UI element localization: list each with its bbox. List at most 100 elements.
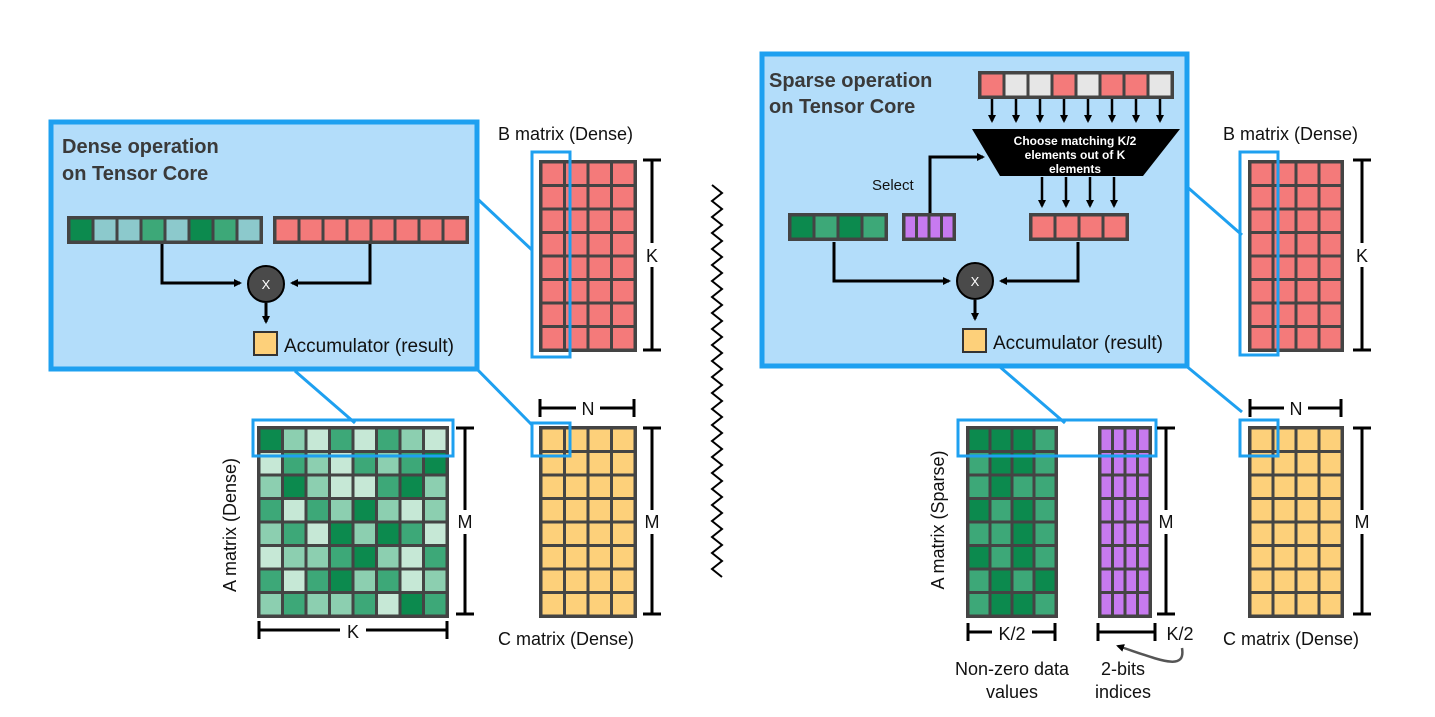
sparse-b-dim-bracket xyxy=(1350,158,1374,352)
sparse-a-matrix-cell xyxy=(1013,476,1033,497)
sparse-b-col-cell xyxy=(1149,74,1171,96)
sparse-a-matrix-cell xyxy=(1013,429,1033,450)
dense-a-matrix-cell xyxy=(401,570,422,591)
sparse-c-matrix-cell xyxy=(1297,453,1318,474)
sparse-idx-cell xyxy=(943,216,953,238)
sparse-c-matrix-cell xyxy=(1274,547,1295,568)
sparse-mux-input-arrows xyxy=(988,99,1164,123)
dense-b-matrix-cell xyxy=(613,210,634,231)
dense-a-matrix-cell xyxy=(401,523,422,544)
dense-c-matrix-cell xyxy=(589,453,610,474)
dense-a-matrix-cell xyxy=(284,453,305,474)
dense-a-matrix-cell xyxy=(354,500,375,521)
dense-a-row-cell xyxy=(166,219,188,241)
sparse-b-highlight xyxy=(1238,150,1280,357)
dense-a-matrix-cell xyxy=(378,476,399,497)
dense-a-row-cell xyxy=(118,219,140,241)
dense-a-row-vector xyxy=(67,216,263,244)
sparse-idx-matrix-cell xyxy=(1101,476,1111,497)
sparse-c-matrix-cell xyxy=(1320,570,1341,591)
dense-b-matrix-cell xyxy=(589,328,610,349)
dense-b-matrix-cell xyxy=(589,257,610,278)
sparse-a-matrix-cell xyxy=(991,476,1011,497)
dense-a-matrix-cell xyxy=(425,429,446,450)
dense-c-n-bracket xyxy=(538,396,636,420)
sparse-a-matrix-cell xyxy=(1013,453,1033,474)
dense-c-matrix-cell xyxy=(589,570,610,591)
dense-b-matrix xyxy=(539,160,637,352)
dense-multiply-symbol: X xyxy=(262,277,271,292)
sparse-b-matrix-cell xyxy=(1320,187,1341,208)
sparse-b-matrix-cell xyxy=(1320,328,1341,349)
sparse-b-col-cell xyxy=(981,74,1003,96)
sparse-idx-matrix-cell xyxy=(1114,523,1124,544)
sparse-c-connector xyxy=(1184,363,1243,414)
sparse-b-sel-cell xyxy=(1104,216,1126,238)
sparse-a-highlight xyxy=(956,418,1158,458)
sparse-a-matrix-cell xyxy=(969,500,989,521)
dense-a-matrix-cell xyxy=(401,500,422,521)
dense-a-matrix-cell xyxy=(307,523,328,544)
dense-a-row-cell xyxy=(238,219,260,241)
dense-c-highlight xyxy=(530,421,572,458)
sparse-c-matrix-cell xyxy=(1251,523,1272,544)
sparse-b-matrix-label: B matrix (Dense) xyxy=(1223,124,1358,144)
dense-a-matrix-cell xyxy=(284,594,305,615)
dense-b-matrix-cell xyxy=(589,187,610,208)
sparse-c-matrix-cell xyxy=(1320,429,1341,450)
dense-c-matrix-cell xyxy=(613,429,634,450)
sparse-b-col-cell xyxy=(1077,74,1099,96)
sparse-c-highlight xyxy=(1238,418,1280,458)
dense-a-matrix-cell xyxy=(284,547,305,568)
dense-b-matrix-cell xyxy=(589,304,610,325)
dense-a-matrix-cell xyxy=(401,547,422,568)
sparse-a-matrix-cell xyxy=(969,429,989,450)
sparse-c-matrix-cell xyxy=(1297,547,1318,568)
multiply-circle-icon xyxy=(247,265,285,303)
sparse-idx-matrix-cell xyxy=(1139,523,1149,544)
dense-a-matrix-cell xyxy=(378,570,399,591)
dense-a-matrix-cell xyxy=(260,547,281,568)
dense-c-matrix-cell xyxy=(589,429,610,450)
sparse-indices-k2-curved-arrow xyxy=(1116,644,1184,663)
sparse-connector-lines xyxy=(999,183,1243,425)
sparse-a-values-matrix xyxy=(966,426,1058,618)
sparse-b-arrow xyxy=(999,242,1080,285)
dense-c-matrix-cell xyxy=(613,476,634,497)
sparse-index-vector xyxy=(902,213,956,241)
dense-a-matrix-cell xyxy=(378,523,399,544)
dense-b-matrix-cell xyxy=(589,281,610,302)
dense-a-m-label: M xyxy=(458,512,473,532)
sparse-idx-matrix-cell xyxy=(1139,500,1149,521)
dense-c-matrix-cell xyxy=(542,547,563,568)
sparse-b-matrix-cell xyxy=(1320,257,1341,278)
dense-c-matrix-cell xyxy=(613,547,634,568)
dense-a-matrix-cell xyxy=(260,476,281,497)
dense-c-matrix-cell xyxy=(542,570,563,591)
sparse-c-matrix-cell xyxy=(1297,523,1318,544)
sparse-b-matrix-cell xyxy=(1297,210,1318,231)
sparse-panel-title-line1: Sparse operation xyxy=(769,70,932,92)
dense-c-matrix-label: C matrix (Dense) xyxy=(498,629,634,649)
dense-a-matrix-cell xyxy=(284,476,305,497)
dense-c-matrix-cell xyxy=(566,523,587,544)
sparse-idx-cell xyxy=(930,216,940,238)
sparse-a-matrix-cell xyxy=(991,500,1011,521)
dense-a-matrix-cell xyxy=(331,476,352,497)
accumulator-square-icon xyxy=(253,331,278,356)
dense-b-matrix-cell xyxy=(613,304,634,325)
dense-a-row-cell xyxy=(190,219,212,241)
sparse-mux-output-arrows xyxy=(1038,177,1118,208)
sparse-c-matrix-cell xyxy=(1320,453,1341,474)
dense-a-row-cell xyxy=(142,219,164,241)
sparse-a-connector xyxy=(999,365,1066,425)
dense-a-matrix-cell xyxy=(378,500,399,521)
dense-b-matrix-cell xyxy=(613,281,634,302)
dense-c-m-label: M xyxy=(645,512,660,532)
dense-a-matrix-cell xyxy=(425,594,446,615)
sparse-b-dim-label: K xyxy=(1356,246,1368,266)
dense-b-matrix-cell xyxy=(613,187,634,208)
dense-b-matrix-cell xyxy=(542,210,563,231)
dense-a-connector xyxy=(294,369,356,425)
sparse-b-matrix-cell xyxy=(1297,257,1318,278)
